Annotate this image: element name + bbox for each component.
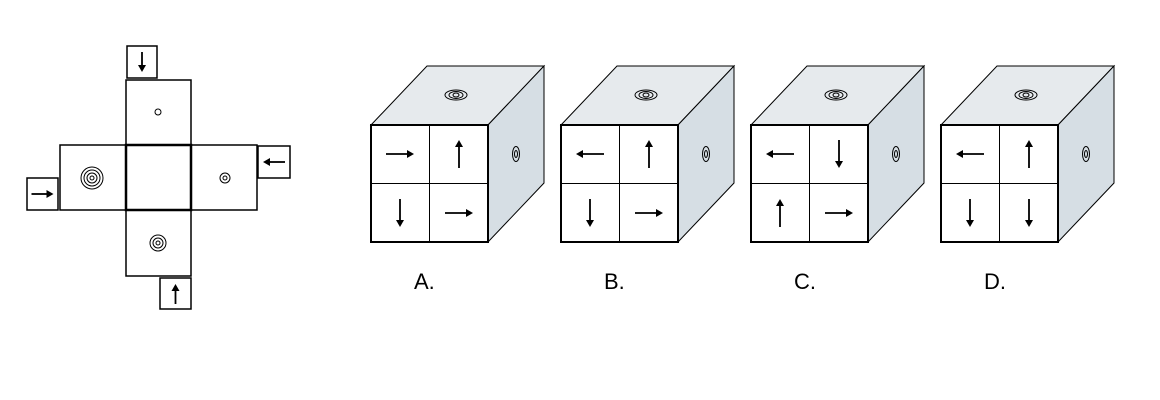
net-arrow-bottom	[171, 284, 180, 304]
net-face-left	[59, 144, 127, 211]
cube-arrow-4	[825, 209, 853, 217]
cube-arrow-4	[1025, 199, 1033, 227]
net-square-top	[126, 45, 158, 79]
net-symbol-medium-circles	[149, 234, 167, 252]
cube-side-symbol	[892, 146, 900, 162]
net-arrow-right	[263, 158, 285, 166]
cube-top-symbol	[444, 89, 468, 101]
cube-side-symbol	[702, 146, 710, 162]
cube-arrow-2	[455, 140, 463, 168]
option-c-label: C.	[794, 269, 816, 294]
cube-arrow-1	[386, 150, 414, 158]
net-symbol-small-dot	[154, 108, 162, 116]
cube-arrow-2	[1025, 140, 1033, 168]
option-a-label: A.	[414, 269, 435, 294]
net-symbol-large-circles	[80, 166, 104, 190]
cube-side-symbol	[512, 146, 520, 162]
net-face-right	[190, 144, 258, 211]
cube-arrow-3	[966, 199, 974, 227]
net-face-center	[124, 143, 193, 212]
cube-option-d	[939, 64, 1116, 244]
cube-options	[369, 64, 1116, 244]
cube-top-symbol	[1014, 89, 1038, 101]
cube-net	[26, 45, 291, 310]
cube-side-symbol	[1082, 146, 1090, 162]
cube-option-c	[749, 64, 926, 244]
cube-top-symbol	[824, 89, 848, 101]
cube-arrow-4	[445, 209, 473, 217]
net-symbol-small-circle	[219, 172, 231, 184]
net-arrow-left	[31, 190, 54, 198]
cube-arrow-4	[635, 209, 663, 217]
option-d-label: D.	[984, 269, 1006, 294]
cube-arrow-1	[956, 150, 984, 158]
cube-arrow-2	[835, 140, 843, 168]
cube-arrow-1	[576, 150, 604, 158]
net-face-lower	[125, 209, 192, 277]
option-b-label: B.	[604, 269, 625, 294]
cube-arrow-3	[396, 199, 404, 227]
cube-arrow-3	[776, 199, 784, 227]
cube-top-symbol	[634, 89, 658, 101]
cube-arrow-3	[586, 199, 594, 227]
cube-option-b	[559, 64, 736, 244]
net-arrow-top	[138, 52, 146, 72]
net-face-upper	[125, 79, 192, 146]
cube-option-a	[369, 64, 546, 244]
cube-arrow-1	[766, 150, 794, 158]
cube-arrow-2	[645, 140, 653, 168]
